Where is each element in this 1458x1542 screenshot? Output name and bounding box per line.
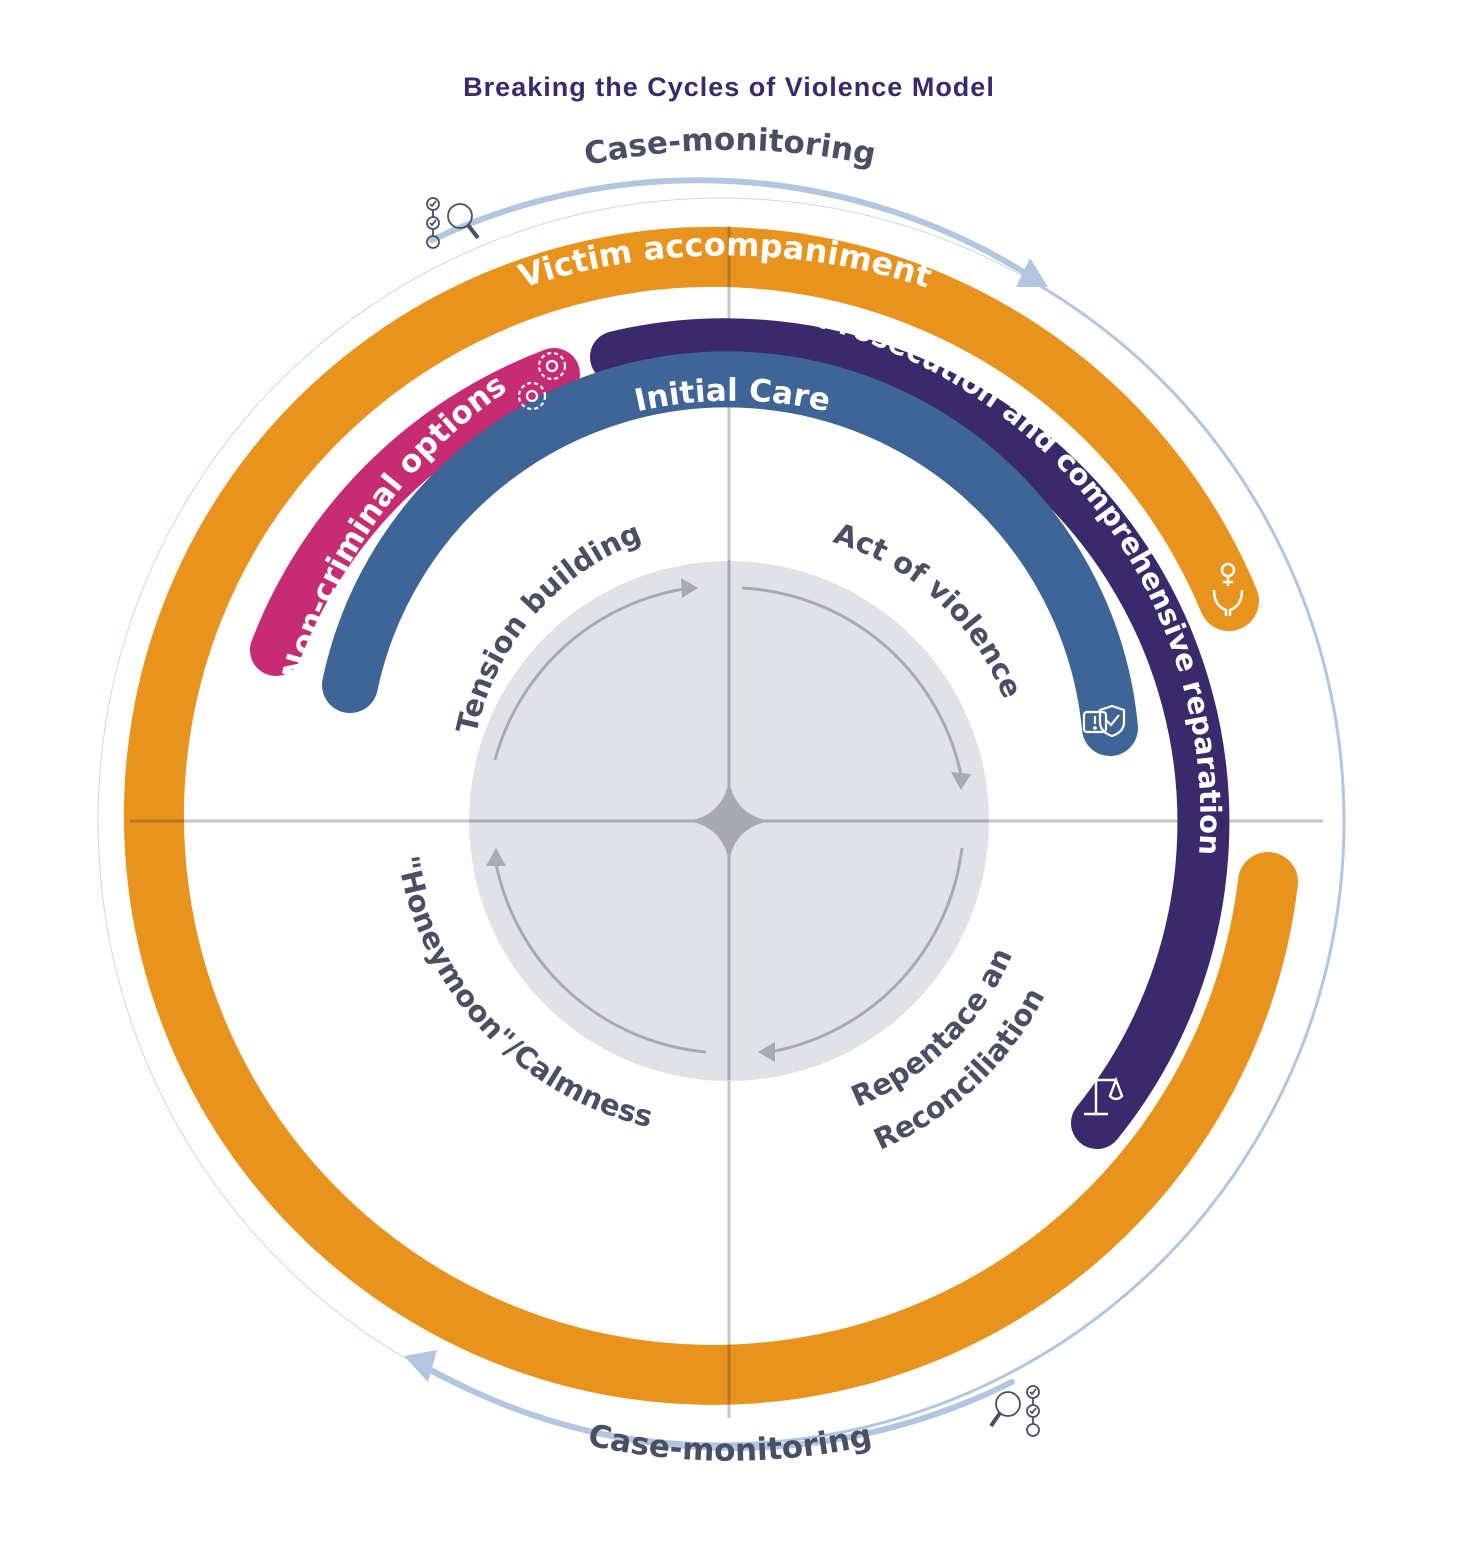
caring-hands-icon bbox=[1212, 562, 1244, 616]
monitoring-arrow-top bbox=[429, 177, 1033, 279]
monitoring-arrow-bottom bbox=[421, 1363, 1015, 1451]
monitoring-ring bbox=[97, 177, 1346, 1451]
gears-icon bbox=[517, 351, 567, 411]
phase-arrowheads bbox=[486, 578, 971, 1062]
diagram-title: Breaking the Cycles of Violence Model bbox=[463, 72, 995, 102]
checklist-search-icon bbox=[989, 1385, 1040, 1437]
initial-care-band bbox=[322, 351, 1138, 756]
monitoring-arrowhead-top bbox=[1016, 258, 1048, 287]
scales-of-justice-icon bbox=[1068, 1070, 1124, 1116]
checklist-search-icon bbox=[426, 197, 480, 249]
case-monitoring-top-label: Case-monitoring bbox=[581, 122, 879, 173]
monitoring-arrowhead-bottom bbox=[404, 1350, 437, 1382]
phase-arrows bbox=[493, 586, 964, 1054]
prosecution-band bbox=[590, 318, 1230, 1149]
non-criminal-band bbox=[250, 348, 580, 676]
case-monitoring-bottom-label: Case-monitoring bbox=[585, 1417, 875, 1468]
alert-shield-check-icon bbox=[1082, 704, 1126, 738]
victim-accompaniment-band bbox=[123, 226, 1298, 1405]
initial-care-label: Initial Care bbox=[631, 373, 833, 420]
